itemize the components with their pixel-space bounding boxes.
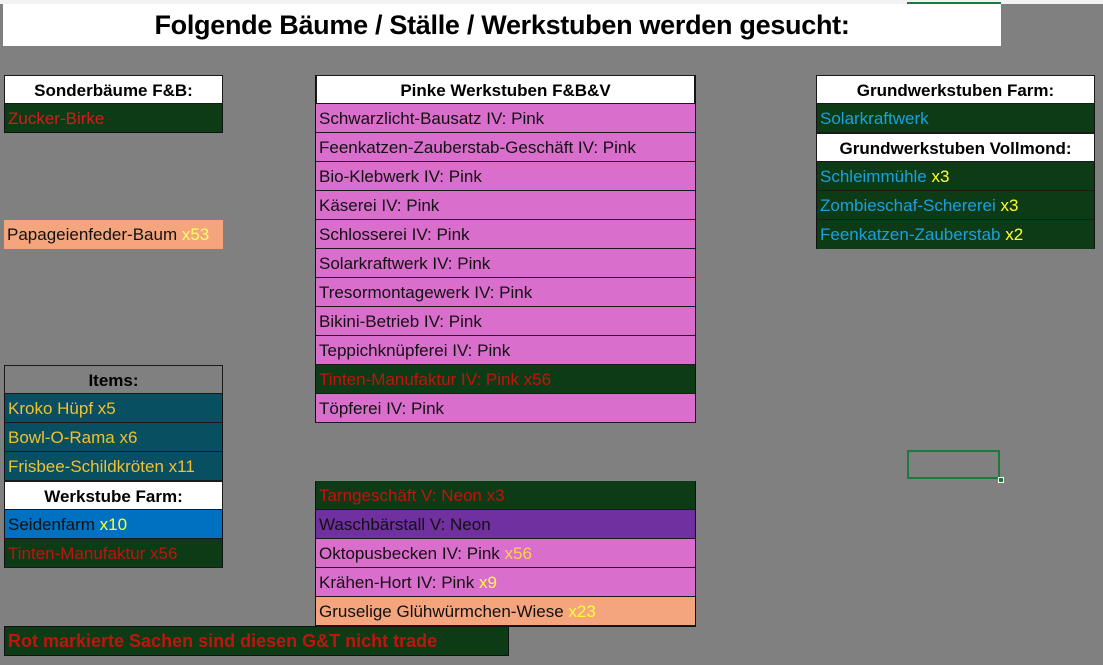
- active-cell-selection[interactable]: [907, 450, 1000, 479]
- workshop-name: Seidenfarm: [8, 515, 95, 534]
- sheet-title[interactable]: Folgende Bäume / Ställe / Werkstuben wer…: [3, 4, 1001, 46]
- werkstube-farm-row-tinten[interactable]: Tinten-Manufaktur x56: [4, 539, 223, 568]
- item-row[interactable]: Frisbee-Schildkröten x11: [4, 452, 223, 481]
- vollmond-row[interactable]: Schleimmühle x3: [816, 162, 1095, 191]
- werkstube-farm-header[interactable]: Werkstube Farm:: [4, 481, 223, 510]
- workshop-name: Gruselige Glühwürmchen-Wiese: [319, 602, 569, 621]
- workshop-row-gluehwuermchen[interactable]: Gruselige Glühwürmchen-Wiese x23: [316, 597, 695, 626]
- workshop-quantity: x9: [479, 573, 497, 592]
- workshop-quantity: x3: [926, 167, 950, 186]
- workshop-row-waschbaerstall[interactable]: Waschbärstall V: Neon: [316, 510, 695, 539]
- item-quantity: x6: [114, 428, 138, 447]
- item-row[interactable]: Bowl-O-Rama x6: [4, 423, 223, 452]
- workshop-name: Schleimmühle: [820, 167, 927, 186]
- pink-workshop-row[interactable]: Feenkatzen-Zauberstab-Geschäft IV: Pink: [316, 133, 695, 162]
- workshop-quantity: x3: [995, 196, 1019, 215]
- sonderbaum-row-papageienfeder[interactable]: Papageienfeder-Baum x53: [4, 220, 223, 249]
- pink-workshop-row[interactable]: Solarkraftwerk IV: Pink: [316, 249, 695, 278]
- item-name: Frisbee-Schildkröten: [8, 457, 164, 476]
- cell-selection-top: [907, 0, 1001, 4]
- sonderbaeume-header[interactable]: Sonderbäume F&B:: [4, 75, 223, 104]
- workshop-name: Zombieschaf-Schererei: [820, 196, 996, 215]
- workshop-quantity: x2: [1000, 225, 1024, 244]
- workshop-name: Oktopusbecken IV: Pink: [319, 544, 505, 563]
- workshop-row-kraehen-hort[interactable]: Krähen-Hort IV: Pink x9: [316, 568, 695, 597]
- pink-workshop-row[interactable]: Töpferei IV: Pink: [316, 394, 695, 423]
- item-name: Bowl-O-Rama: [8, 428, 115, 447]
- pink-workshop-row[interactable]: Bikini-Betrieb IV: Pink: [316, 307, 695, 336]
- footer-note[interactable]: Rot markierte Sachen sind diesen G&T nic…: [4, 626, 509, 656]
- pink-workshop-row[interactable]: Tresormontagewerk IV: Pink: [316, 278, 695, 307]
- tree-quantity: x53: [181, 225, 210, 244]
- workshop-name: Feenkatzen-Zauberstab: [820, 225, 1001, 244]
- workshop-quantity: x23: [568, 602, 596, 621]
- workshop-row-oktopusbecken[interactable]: Oktopusbecken IV: Pink x56: [316, 539, 695, 568]
- sonderbaum-row-zucker-birke[interactable]: Zucker-Birke: [4, 104, 223, 133]
- pink-workshop-row[interactable]: Teppichknüpferei IV: Pink: [316, 336, 695, 365]
- grundwerkstuben-vollmond-header[interactable]: Grundwerkstuben Vollmond:: [816, 133, 1095, 162]
- pinke-werkstuben-header[interactable]: Pinke Werkstuben F&B&V: [316, 75, 695, 104]
- item-name: Kroko Hüpf: [8, 399, 94, 418]
- vollmond-row[interactable]: Feenkatzen-Zauberstab x2: [816, 220, 1095, 249]
- vollmond-row[interactable]: Zombieschaf-Schererei x3: [816, 191, 1095, 220]
- sheet-top-strip: [0, 0, 1103, 4]
- pink-workshop-row-marked[interactable]: Tinten-Manufaktur IV: Pink x56: [316, 365, 695, 394]
- pink-workshop-row[interactable]: Bio-Klebwerk IV: Pink: [316, 162, 695, 191]
- item-row[interactable]: Kroko Hüpf x5: [4, 394, 223, 423]
- item-quantity: x11: [163, 457, 195, 476]
- grund-farm-row-solarkraftwerk[interactable]: Solarkraftwerk: [816, 104, 1095, 133]
- pink-workshop-row[interactable]: Schwarzlicht-Bausatz IV: Pink: [316, 104, 695, 133]
- pink-workshop-row[interactable]: Käserei IV: Pink: [316, 191, 695, 220]
- workshop-row-tarngeschaeft[interactable]: Tarngeschäft V: Neon x3: [316, 481, 695, 510]
- pink-workshop-row[interactable]: Schlosserei IV: Pink: [316, 220, 695, 249]
- item-quantity: x5: [93, 399, 116, 418]
- items-header[interactable]: Items:: [4, 365, 223, 394]
- grundwerkstuben-farm-header[interactable]: Grundwerkstuben Farm:: [816, 75, 1095, 104]
- werkstube-farm-row-seidenfarm[interactable]: Seidenfarm x10: [4, 510, 223, 539]
- workshop-quantity: x10: [94, 515, 128, 534]
- tree-name: Papageienfeder-Baum: [7, 225, 182, 244]
- workshop-name: Krähen-Hort IV: Pink: [319, 573, 479, 592]
- workshop-quantity: x56: [504, 544, 532, 563]
- fill-handle[interactable]: [998, 477, 1004, 483]
